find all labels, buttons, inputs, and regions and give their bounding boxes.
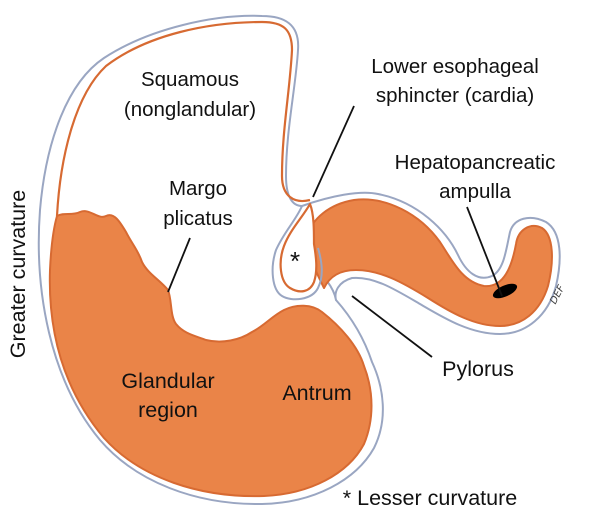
- leader-lower-esophageal-sphincter: [313, 106, 354, 197]
- label-glandular: Glandular: [121, 369, 214, 393]
- label-asterisk-pocket: *: [290, 246, 300, 276]
- label-pylorus: Pylorus: [442, 357, 514, 381]
- duodenum: [302, 193, 560, 334]
- label-lesser-curvature: * Lesser curvature: [343, 486, 517, 510]
- label-ampulla: ampulla: [439, 180, 511, 203]
- label-greater-curvature: Greater curvature: [6, 190, 30, 358]
- label-sphincter-cardia: sphincter (cardia): [376, 84, 534, 107]
- label-lower-esophageal: Lower esophageal: [371, 55, 539, 78]
- label-squamous: Squamous: [141, 68, 239, 91]
- label-antrum: Antrum: [282, 381, 351, 405]
- artist-signature: DEF: [548, 283, 567, 306]
- label-plicatus: plicatus: [163, 207, 233, 230]
- label-region: region: [138, 398, 198, 422]
- leader-margo-plicatus: [168, 238, 190, 292]
- label-hepatopancreatic: Hepatopancreatic: [395, 151, 556, 174]
- label-nonglandular: (nonglandular): [124, 98, 256, 121]
- label-margo: Margo: [169, 177, 227, 200]
